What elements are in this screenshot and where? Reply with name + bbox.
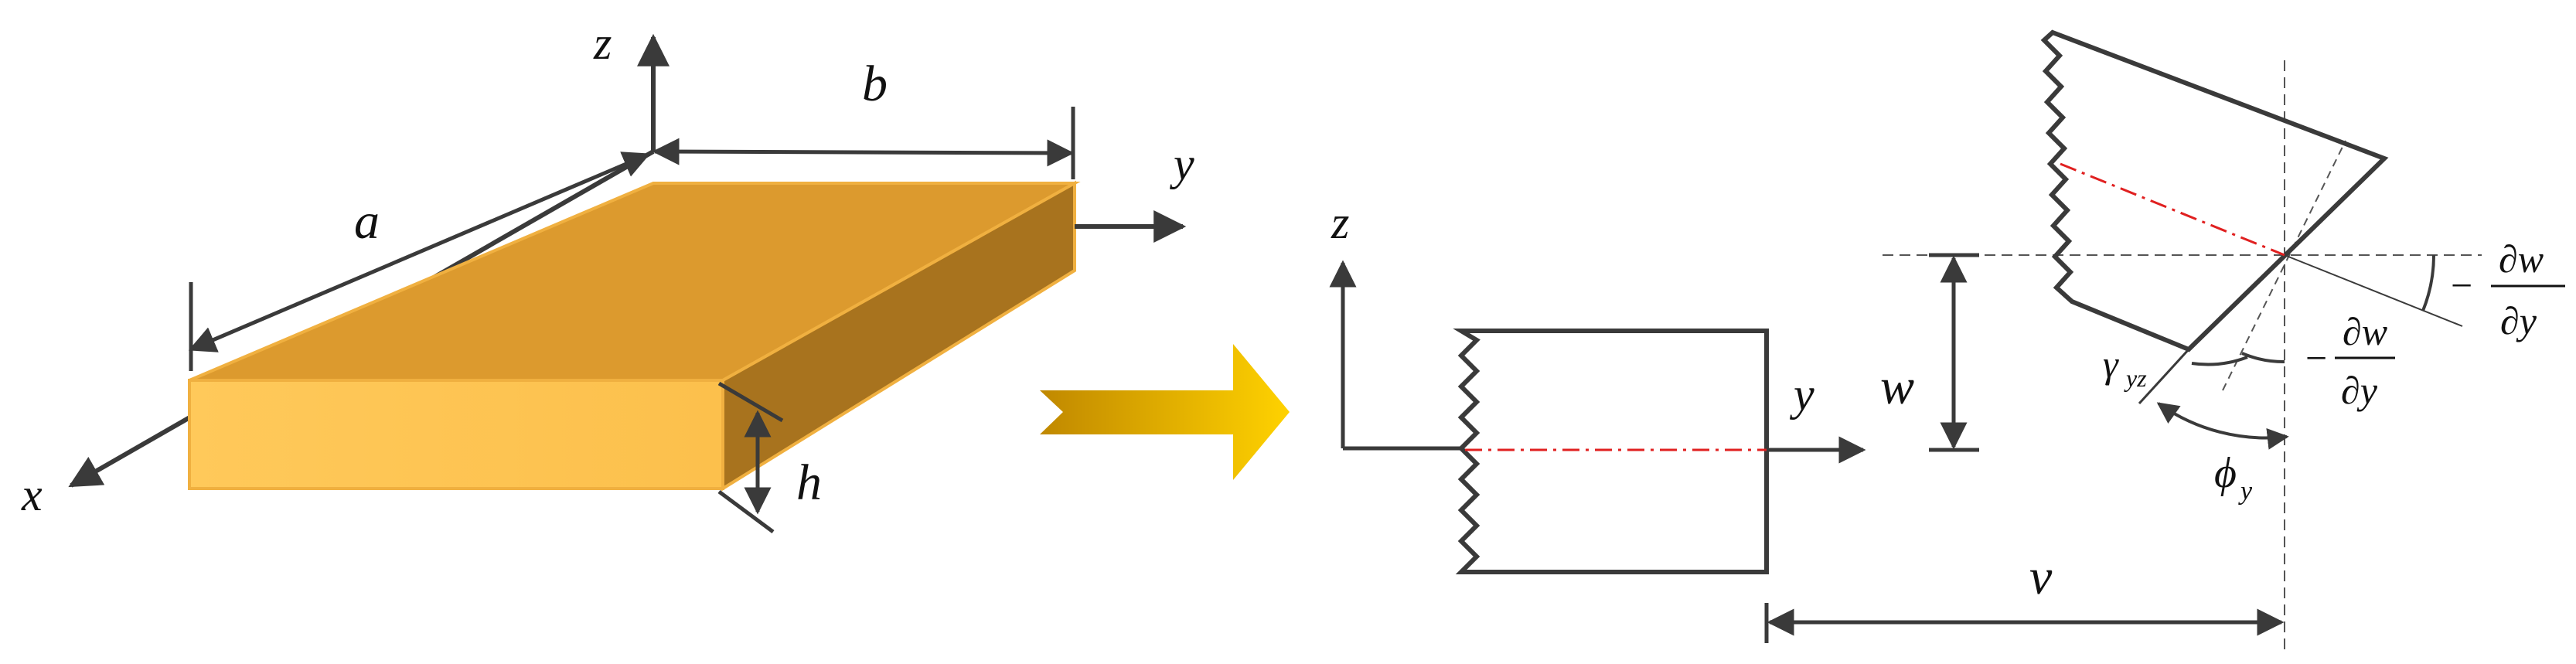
slope-inner-numerator: ∂w	[2343, 310, 2387, 353]
dimension-h-tick-top	[717, 381, 784, 423]
deformed-section-outline	[2040, 29, 2389, 352]
transition-arrow	[1040, 344, 1290, 480]
label-w: w	[1880, 359, 1914, 415]
dimension-h-tick-bottom	[717, 489, 775, 534]
label-z-middle: z	[1331, 197, 1349, 248]
label-slope-inner: − ∂w ∂y	[2305, 310, 2395, 412]
label-z-left: z	[593, 18, 612, 69]
slope-line	[2284, 254, 2463, 327]
slope-angle-arc-outer	[2421, 254, 2435, 312]
rotated-face-extension	[2138, 348, 2190, 405]
slope-outer-denominator: ∂y	[2500, 299, 2537, 342]
slope-outer-minus: −	[2451, 264, 2472, 307]
rotation-angle-arc	[2156, 402, 2289, 450]
label-gamma: γ	[2103, 342, 2119, 386]
label-a: a	[354, 193, 380, 250]
label-y-middle: y	[1789, 369, 1814, 420]
slope-inner-denominator: ∂y	[2341, 369, 2378, 412]
label-phi-y: ϕ y	[2214, 449, 2253, 506]
label-gamma-subscript: yz	[2124, 364, 2147, 392]
section-outline	[1453, 329, 1769, 574]
label-phi: ϕ	[2214, 449, 2237, 497]
slope-outer-numerator: ∂w	[2499, 237, 2544, 281]
rotated-normal-line	[2222, 140, 2346, 391]
shear-angle-arc	[2191, 356, 2248, 366]
label-y-left: y	[1169, 138, 1194, 189]
deformed-section-figure: w v γ yz ϕ y − ∂w ∂y − ∂w ∂y	[1764, 29, 2565, 649]
deformed-midline	[2060, 162, 2285, 257]
dimension-a-line	[188, 152, 651, 352]
plate-figure: z y x a b h	[21, 18, 1194, 534]
label-slope-outer: − ∂w ∂y	[2451, 237, 2565, 342]
undeformed-section-figure: z y	[1329, 197, 1866, 574]
label-h: h	[796, 455, 822, 511]
slope-inner-minus: −	[2305, 336, 2327, 380]
label-x: x	[21, 469, 43, 520]
plate-front-face	[188, 379, 724, 490]
slope-angle-arc-inner	[2241, 352, 2285, 364]
label-phi-subscript: y	[2238, 477, 2253, 506]
dimension-b-line	[652, 138, 1075, 167]
label-v: v	[2029, 549, 2053, 605]
label-gamma-yz: γ yz	[2103, 342, 2147, 392]
label-b: b	[862, 56, 888, 112]
